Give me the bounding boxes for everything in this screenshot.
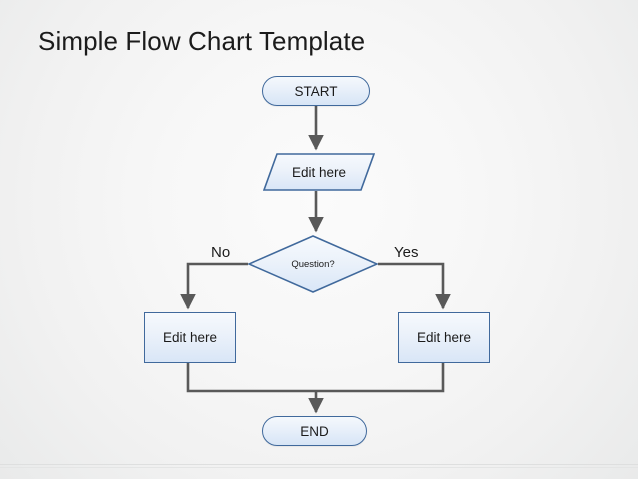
slide-bottom-edge: [0, 464, 638, 465]
connector-branch-yes-to-end: [316, 363, 445, 393]
parallelogram-shape: [263, 153, 375, 191]
node-branch-no[interactable]: Edit here: [144, 312, 236, 363]
connector-decision-to-branch-yes: [378, 262, 451, 310]
node-branch-yes[interactable]: Edit here: [398, 312, 490, 363]
node-end[interactable]: END: [262, 416, 367, 446]
connector-branch-no-to-end: [186, 363, 316, 393]
node-input[interactable]: Edit here: [263, 153, 375, 191]
node-decision-label: Question?: [291, 258, 335, 270]
node-decision[interactable]: Question?: [248, 235, 378, 293]
node-branch-no-label: Edit here: [162, 330, 218, 345]
connector-decision-to-branch-no: [180, 262, 248, 310]
node-branch-yes-label: Edit here: [416, 330, 472, 345]
node-end-label: END: [300, 423, 329, 439]
diamond-shape: [248, 235, 378, 293]
node-start-label: START: [294, 83, 338, 99]
edge-label-yes: Yes: [394, 244, 419, 261]
slide-bottom-edge-shadow: [0, 467, 638, 468]
edge-label-no: No: [211, 244, 231, 261]
page-title: Simple Flow Chart Template: [38, 26, 366, 56]
node-start[interactable]: START: [262, 76, 370, 106]
node-input-label: Edit here: [291, 164, 347, 180]
